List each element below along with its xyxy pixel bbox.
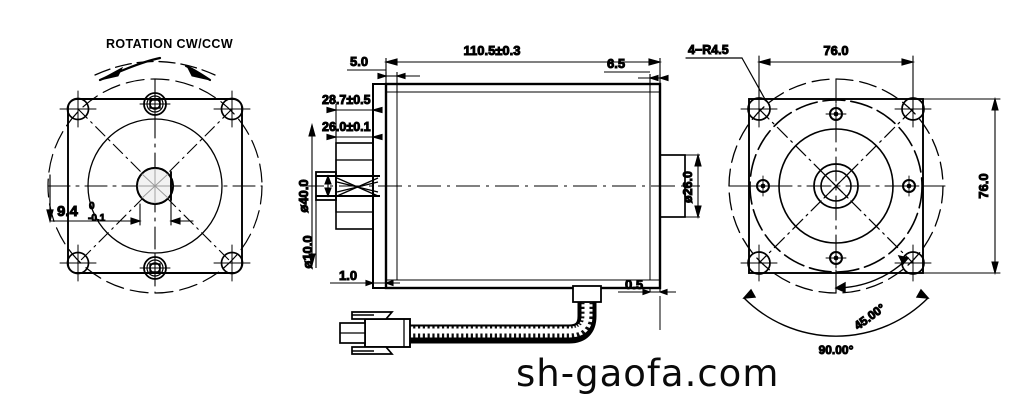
rear-height-dim xyxy=(922,96,1001,276)
front-shaft-dim-lower-tol: -0.1 xyxy=(88,213,106,224)
rear-mid-hole-left xyxy=(752,175,774,197)
side-rear-step-label: 6.5 xyxy=(607,56,625,71)
rear-height-label: 76.0 xyxy=(976,173,991,198)
cable-braid-texture xyxy=(410,302,596,343)
front-shaft-dim-value: 9.4 xyxy=(57,203,79,220)
cable-connector-housing xyxy=(364,318,411,348)
front-corner-hole-bl xyxy=(59,244,97,282)
front-rotation-arc xyxy=(94,56,216,82)
rear-angle-arcs xyxy=(742,254,930,337)
side-overall-length-label: 110.5±0.3 xyxy=(463,43,520,58)
front-corner-hole-tr xyxy=(213,90,251,128)
side-flange-dia-label: ø40.0 xyxy=(296,179,311,212)
rear-width-dim xyxy=(756,55,916,110)
rear-angle-full-label: 90.00° xyxy=(819,343,854,357)
cable-exit-boot xyxy=(572,285,602,303)
side-rear-step-dim xyxy=(604,71,669,92)
side-overall-length-dim xyxy=(383,58,663,78)
side-front-lip-label: 1.0 xyxy=(339,268,357,283)
side-pilot-outer-label: 28.7±0.5 xyxy=(322,93,371,107)
rear-mid-hole-right xyxy=(898,175,920,197)
rear-mid-hole-top xyxy=(825,103,847,125)
rear-corner-radius-leader xyxy=(685,57,767,102)
side-front-step-label: 5.0 xyxy=(350,54,368,69)
wire-harness xyxy=(339,285,661,355)
rear-mid-holes xyxy=(752,103,920,269)
side-front-lip-dim xyxy=(330,279,400,288)
side-pilot-inner-label: 26.0±0.1 xyxy=(322,120,371,134)
side-shaft-dia-dim xyxy=(315,174,332,268)
rear-mid-hole-bottom xyxy=(825,247,847,269)
side-flange-dia-dim xyxy=(308,122,316,268)
front-corner-hole-tl xyxy=(59,90,97,128)
side-shaft-dia-label: ø10.0 xyxy=(300,235,315,268)
front-shaft-dim-upper-tol: 0 xyxy=(89,201,95,212)
side-front-step-dim xyxy=(347,69,420,92)
front-corner-hole-br xyxy=(213,244,251,282)
rotation-note-label: ROTATION CW/CCW xyxy=(106,37,233,51)
front-screw-top xyxy=(139,88,171,120)
front-flange-view: 9.4 0 -0.1 xyxy=(46,56,263,294)
side-boss-dia-label: ø26.0 xyxy=(681,171,695,203)
side-rear-lip-label: 0.5 xyxy=(625,277,643,292)
side-shaft-section-hatch xyxy=(336,177,379,197)
side-section-view: 110.5±0.3 5.0 6.5 xyxy=(296,43,702,296)
rear-width-label: 76.0 xyxy=(823,43,848,58)
rear-corner-radius-label: 4−R4.5 xyxy=(688,43,729,57)
front-center-shaft xyxy=(136,167,174,205)
front-corner-holes xyxy=(59,90,251,282)
front-screw-bottom xyxy=(139,252,171,284)
front-dim-left-arrow xyxy=(46,174,54,224)
side-rear-lip-dim xyxy=(618,288,676,296)
rear-diagonal-centerlines xyxy=(758,108,914,264)
front-shaft-dim-lines xyxy=(49,199,194,226)
side-boss-dia-dim xyxy=(660,152,702,220)
side-pilot-inner-dim xyxy=(326,132,383,160)
rear-corner-hole-bl xyxy=(740,244,778,282)
